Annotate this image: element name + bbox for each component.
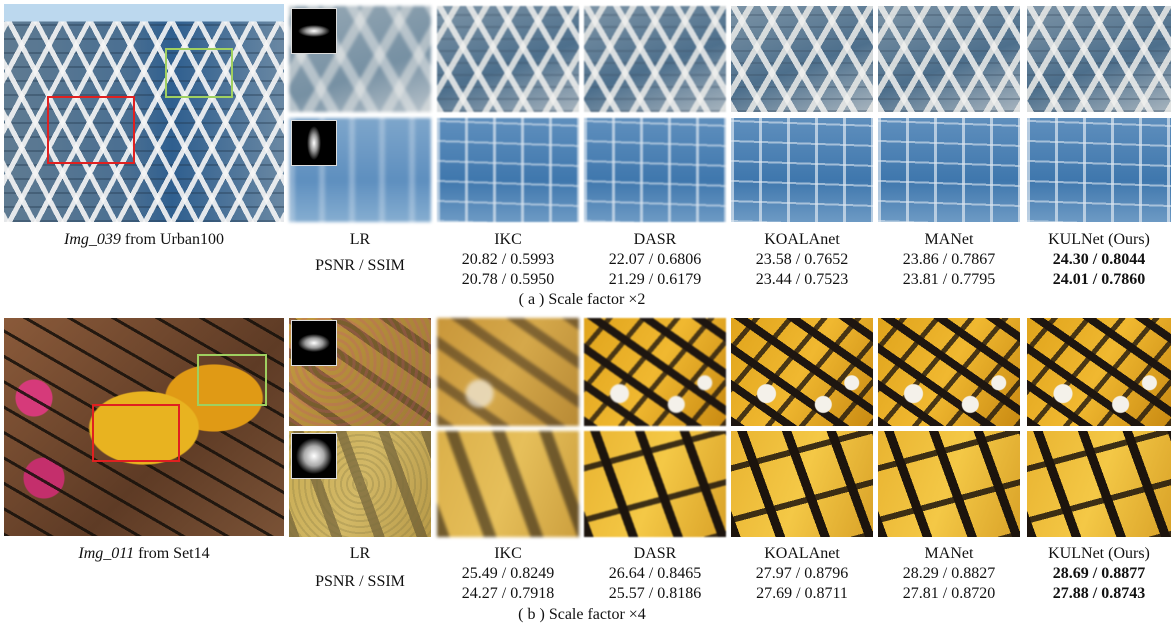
lr-label-b: LR bbox=[349, 545, 371, 562]
score-b-ikc-1: 25.49 / 0.8249 bbox=[461, 565, 555, 582]
blur-kernel-a2 bbox=[291, 120, 337, 166]
dasr-crop-b-top bbox=[584, 318, 726, 426]
red-crop-box bbox=[47, 96, 135, 164]
score-b-manet-1: 28.29 / 0.8827 bbox=[902, 565, 996, 582]
score-b-ikc-2: 24.27 / 0.7918 bbox=[461, 585, 555, 602]
image-source-b: from Set14 bbox=[134, 545, 210, 562]
score-a-ikc-1: 20.82 / 0.5993 bbox=[461, 251, 555, 268]
manet-crop-b-top bbox=[878, 318, 1020, 426]
image-id-b: Img_011 bbox=[78, 545, 135, 562]
koalanet-crop-a-bottom bbox=[731, 118, 873, 222]
koalanet-crop-b-top bbox=[731, 318, 873, 426]
dasr-crop-b-bottom bbox=[584, 431, 726, 537]
method-name-b-manet: MANet bbox=[924, 545, 974, 562]
kulnet-crop-b-bottom bbox=[1027, 431, 1171, 537]
score-a-dasr-2: 21.29 / 0.6179 bbox=[608, 271, 702, 288]
ikc-crop-a-bottom bbox=[437, 118, 579, 222]
koalanet-crop-b-bottom bbox=[731, 431, 873, 537]
koalanet-crop-a-top bbox=[731, 6, 873, 112]
score-a-manet-2: 23.81 / 0.7795 bbox=[902, 271, 996, 288]
score-b-manet-2: 27.81 / 0.8720 bbox=[902, 585, 996, 602]
score-a-kulnet-2: 24.01 / 0.7860 bbox=[1052, 271, 1146, 288]
dasr-crop-a-bottom bbox=[584, 118, 726, 222]
score-a-ikc-2: 20.78 / 0.5950 bbox=[461, 271, 555, 288]
method-name-b-dasr: DASR bbox=[633, 545, 677, 562]
image-caption-b: Img_011 from Set14 bbox=[4, 544, 284, 564]
image-caption-a: Img_039 from Urban100 bbox=[4, 230, 284, 250]
scale-caption-a: ( a ) Scale factor ×2 bbox=[518, 291, 646, 308]
kulnet-crop-a-bottom bbox=[1027, 118, 1171, 222]
image-id-a: Img_039 bbox=[64, 231, 121, 248]
score-a-koalanet-2: 23.44 / 0.7523 bbox=[755, 271, 849, 288]
red-crop-box bbox=[92, 404, 180, 462]
butterfly-full-image bbox=[4, 318, 284, 536]
score-a-kulnet-1: 24.30 / 0.8044 bbox=[1052, 251, 1146, 268]
blur-kernel-a1 bbox=[291, 8, 337, 54]
method-name-a-kulnet: KULNet (Ours) bbox=[1048, 231, 1150, 248]
kulnet-crop-b-top bbox=[1027, 318, 1171, 426]
ikc-crop-b-top bbox=[437, 318, 579, 426]
scale-caption-b: ( b ) Scale factor ×4 bbox=[518, 606, 646, 623]
dasr-crop-a-top bbox=[584, 6, 726, 112]
manet-crop-b-bottom bbox=[878, 431, 1020, 537]
kulnet-crop-a-top bbox=[1027, 6, 1171, 112]
score-b-koalanet-2: 27.69 / 0.8711 bbox=[756, 585, 848, 602]
blur-kernel-b1 bbox=[291, 320, 337, 366]
method-name-a-koalanet: KOALAnet bbox=[764, 231, 840, 248]
method-name-b-koalanet: KOALAnet bbox=[764, 545, 840, 562]
score-b-dasr-1: 26.64 / 0.8465 bbox=[608, 565, 702, 582]
blur-kernel-b2 bbox=[291, 433, 337, 479]
metric-label-a: PSNR / SSIM bbox=[315, 257, 405, 274]
score-b-koalanet-1: 27.97 / 0.8796 bbox=[755, 565, 849, 582]
score-a-manet-1: 23.86 / 0.7867 bbox=[902, 251, 996, 268]
score-b-kulnet-2: 27.88 / 0.8743 bbox=[1052, 585, 1146, 602]
score-b-kulnet-1: 28.69 / 0.8877 bbox=[1052, 565, 1146, 582]
green-crop-box bbox=[197, 354, 267, 406]
method-name-b-ikc: IKC bbox=[494, 545, 522, 562]
method-name-a-dasr: DASR bbox=[633, 231, 677, 248]
score-a-koalanet-1: 23.58 / 0.7652 bbox=[755, 251, 849, 268]
manet-crop-a-top bbox=[878, 6, 1020, 112]
method-name-a-manet: MANet bbox=[924, 231, 974, 248]
score-a-dasr-1: 22.07 / 0.6806 bbox=[608, 251, 702, 268]
manet-crop-a-bottom bbox=[878, 118, 1020, 222]
ikc-crop-b-bottom bbox=[437, 431, 579, 537]
image-source-a: from Urban100 bbox=[120, 231, 224, 248]
lr-label-a: LR bbox=[349, 231, 371, 248]
urban-full-image bbox=[4, 4, 284, 222]
ikc-crop-a-top bbox=[437, 6, 579, 112]
metric-label-b: PSNR / SSIM bbox=[315, 573, 405, 590]
green-crop-box bbox=[165, 48, 233, 98]
score-b-dasr-2: 25.57 / 0.8186 bbox=[608, 585, 702, 602]
method-name-b-kulnet: KULNet (Ours) bbox=[1048, 545, 1150, 562]
method-name-a-ikc: IKC bbox=[494, 231, 522, 248]
